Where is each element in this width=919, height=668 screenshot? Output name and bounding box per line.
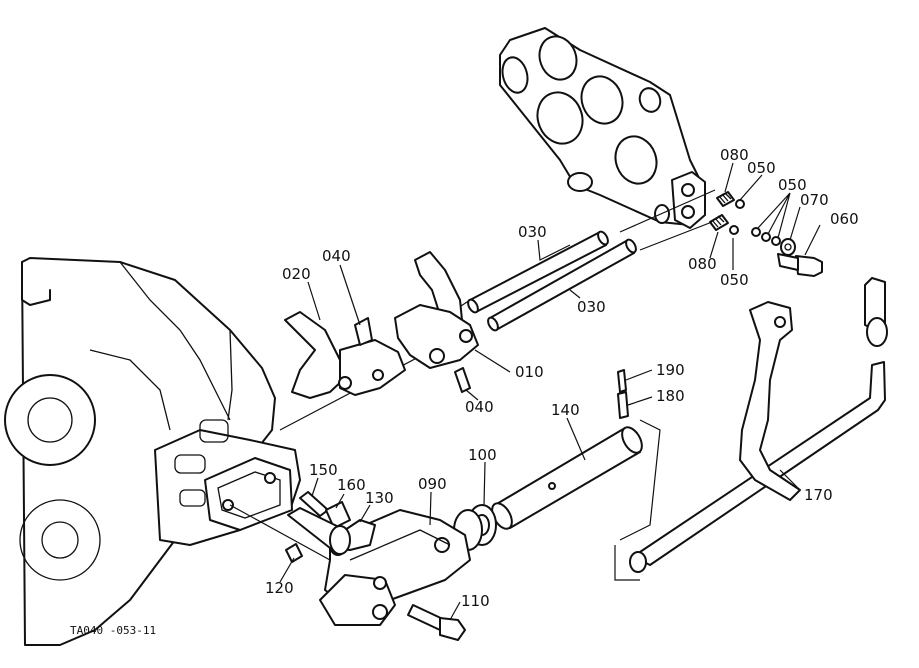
label-180: 180 <box>656 387 685 405</box>
label-030-upper: 030 <box>518 223 547 241</box>
part-labels: 080 050 050 070 060 030 030 080 050 020 … <box>265 146 859 610</box>
detent-parts <box>709 191 823 277</box>
label-020: 020 <box>282 265 311 283</box>
label-080-upper: 080 <box>720 146 749 164</box>
label-110: 110 <box>461 592 490 610</box>
label-140: 140 <box>551 401 580 419</box>
callout-leaders <box>279 162 821 621</box>
label-050-upper: 050 <box>747 159 776 177</box>
label-160: 160 <box>337 476 366 494</box>
label-040-lower: 040 <box>465 398 494 416</box>
label-010: 010 <box>515 363 544 381</box>
label-130: 130 <box>365 489 394 507</box>
label-120: 120 <box>265 579 294 597</box>
cover-plate <box>499 27 706 229</box>
label-050-group: 050 <box>778 176 807 194</box>
shift-lever-170 <box>629 277 888 573</box>
label-190: 190 <box>656 361 685 379</box>
label-060: 060 <box>830 210 859 228</box>
label-070: 070 <box>800 191 829 209</box>
shift-fork-010 <box>394 251 479 393</box>
small-parts <box>285 491 466 641</box>
label-170: 170 <box>804 486 833 504</box>
label-080-lower: 080 <box>688 255 717 273</box>
label-100: 100 <box>468 446 497 464</box>
label-030-lower: 030 <box>577 298 606 316</box>
label-150: 150 <box>309 461 338 479</box>
transmission-case <box>4 257 301 646</box>
drawing-reference: TA040 -053-11 <box>70 624 156 637</box>
label-050-lower: 050 <box>720 271 749 289</box>
label-090: 090 <box>418 475 447 493</box>
shaft-140 <box>491 369 643 530</box>
label-040-upper: 040 <box>322 247 351 265</box>
shift-fork-020 <box>284 311 406 399</box>
shift-rods <box>467 230 637 332</box>
